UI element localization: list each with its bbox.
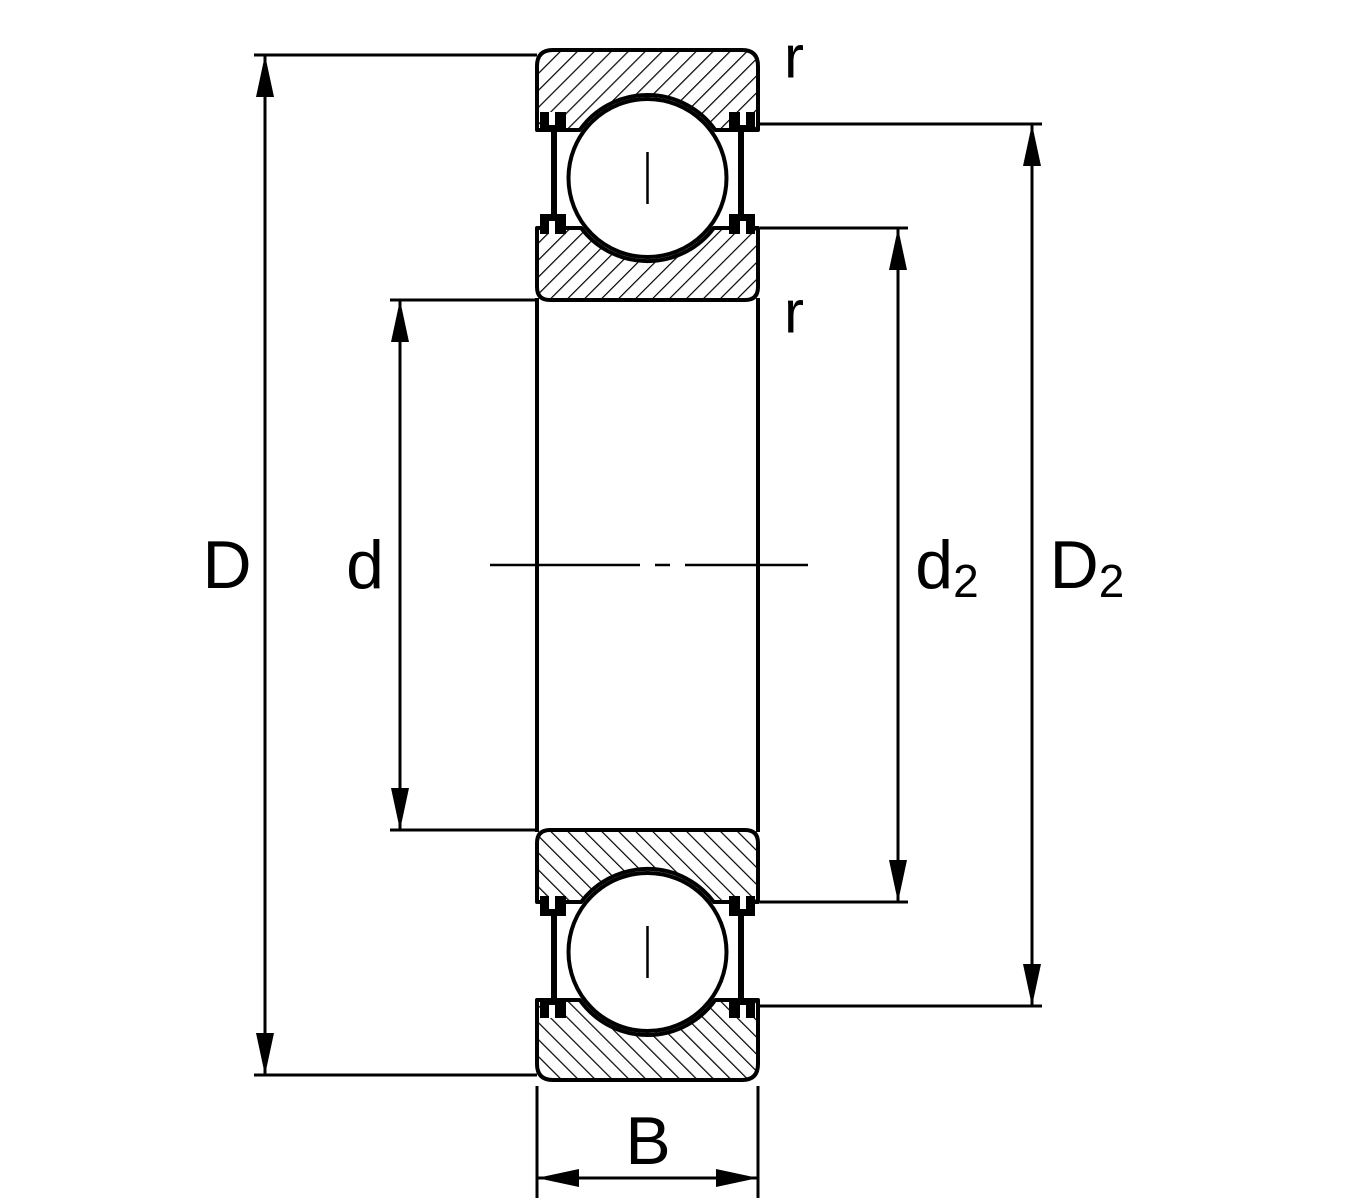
dimension-B: B <box>535 1086 760 1198</box>
dimension-D: D <box>202 53 537 1077</box>
shield-right-bottom-slit <box>740 221 746 234</box>
shield-right-stem <box>738 130 744 216</box>
dimension-B-arrow-right <box>716 1169 758 1187</box>
bearing-bottom-half-section <box>535 828 760 1082</box>
dimension-d2-arrow-top <box>889 228 907 270</box>
label-shoulder-diameter-d2: d2 <box>915 527 978 607</box>
shield-right-top-slit <box>740 112 746 125</box>
label-outside-diameter-D: D <box>202 527 251 603</box>
shield-left-top-slit <box>549 112 555 125</box>
label-corner-radius-outer-r: r <box>784 24 804 91</box>
label-bore-diameter-d: d <box>346 527 384 603</box>
dimension-d: d <box>346 298 537 832</box>
dimension-d-arrow-bottom <box>391 788 409 830</box>
label-width-B: B <box>625 1103 670 1179</box>
dimension-D2: D2 <box>760 122 1125 1008</box>
dimension-d2-arrow-bottom <box>889 860 907 902</box>
shield-left-bottom-slit <box>549 221 555 234</box>
label-corner-radius-inner-r: r <box>784 279 804 346</box>
label-shoulder-diameter-D2: D2 <box>1050 527 1125 607</box>
outer-ring-section <box>535 48 760 132</box>
dimension-D-arrow-bottom <box>256 1033 274 1075</box>
shield-left-stem <box>551 130 557 216</box>
shield-right <box>729 112 755 234</box>
dimension-B-arrow-left <box>537 1169 579 1187</box>
inner-ring-section <box>535 226 760 302</box>
dimension-d-arrow-top <box>391 300 409 342</box>
dimension-D2-arrow-top <box>1023 124 1041 166</box>
dimension-D-arrow-top <box>256 55 274 97</box>
dimension-D2-arrow-bottom <box>1023 964 1041 1006</box>
dimension-d2: d2 <box>760 226 979 904</box>
shield-left <box>540 112 566 234</box>
bearing-top-half-section <box>535 48 760 302</box>
